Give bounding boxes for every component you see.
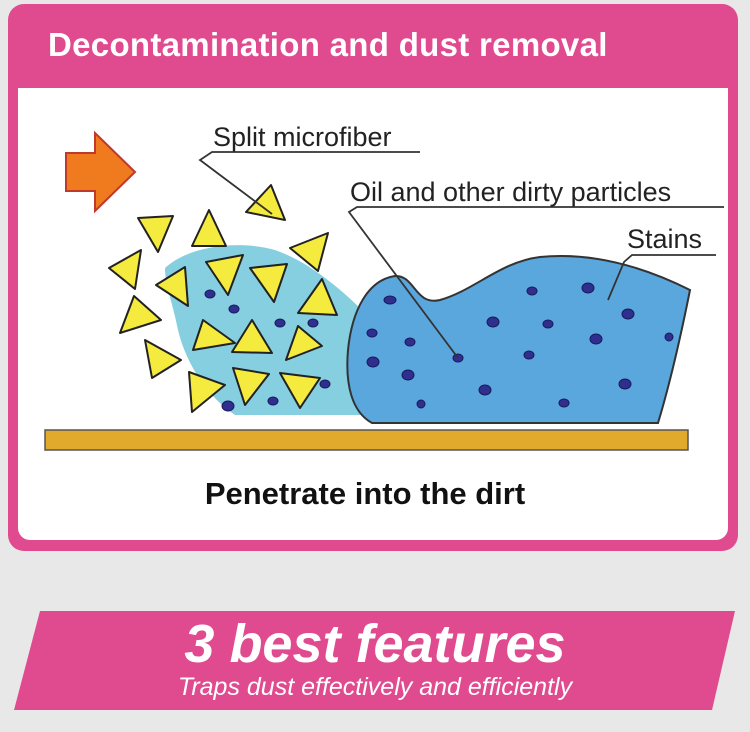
microfiber-triangle [192, 319, 236, 351]
label-stains: Stains [627, 224, 702, 254]
dirt-particle [526, 286, 538, 296]
dirt-particle [589, 333, 603, 345]
microfiber-triangle [155, 266, 189, 307]
microfiber-triangle [285, 325, 323, 361]
microfiber-triangle [231, 319, 273, 354]
dirt-particle [486, 316, 500, 328]
dirt-particle [221, 400, 235, 412]
microfiber-triangle [289, 232, 329, 272]
card-title: Decontamination and dust removal [48, 26, 608, 63]
banner-subtitle: Traps dust effectively and efficiently [177, 673, 573, 701]
microfiber-triangle [279, 372, 321, 409]
label-microfiber: Split microfiber [213, 122, 392, 152]
microfiber-triangle [232, 367, 270, 406]
dirt-particle [319, 379, 331, 389]
microfiber-triangle [144, 339, 182, 379]
dirt-particle [416, 399, 426, 409]
dirt-particle [523, 350, 535, 360]
leader-line-microfiber [198, 151, 420, 215]
microfiber-triangle [205, 254, 244, 296]
diagram-caption: Penetrate into the dirt [204, 476, 526, 511]
dirt-particle [664, 332, 674, 342]
dirt-particle [366, 328, 378, 338]
dirt-particle [307, 318, 319, 328]
dirt-particle [401, 369, 415, 381]
dirt-particle [204, 289, 216, 299]
surface-bar [44, 429, 689, 451]
dirt-particle [558, 398, 570, 408]
banner-title: 3 best features [184, 614, 566, 674]
banner-shape [14, 611, 735, 710]
dirt-particle [618, 378, 632, 390]
leader-lines [198, 151, 724, 359]
dirt-particle [542, 319, 554, 329]
direction-arrow-icon [65, 130, 137, 214]
microfiber-triangle [137, 215, 174, 253]
microfiber-triangle [245, 184, 286, 221]
dirt-particle [228, 304, 240, 314]
microfiber-triangle [249, 263, 288, 303]
dirt-particle [581, 282, 595, 294]
microfiber-triangle [108, 249, 142, 290]
dirt-particle [366, 356, 380, 368]
leader-line-stains [607, 254, 716, 301]
dirt-particle [478, 384, 492, 396]
dirt-particle [621, 308, 635, 320]
stain-body [346, 254, 692, 424]
dirt-particle [267, 396, 279, 406]
microfiber-triangle [188, 371, 226, 413]
label-particles: Oil and other dirty particles [350, 177, 671, 207]
microfiber-triangle [297, 278, 338, 316]
leader-line-particles [347, 206, 724, 359]
dirt-particle [383, 295, 397, 305]
microfiber-triangle [191, 209, 227, 247]
microfiber-triangle [119, 295, 162, 334]
microfiber-triangles [108, 184, 338, 413]
dirt-particle [274, 318, 286, 328]
dirt-particle [404, 337, 416, 347]
